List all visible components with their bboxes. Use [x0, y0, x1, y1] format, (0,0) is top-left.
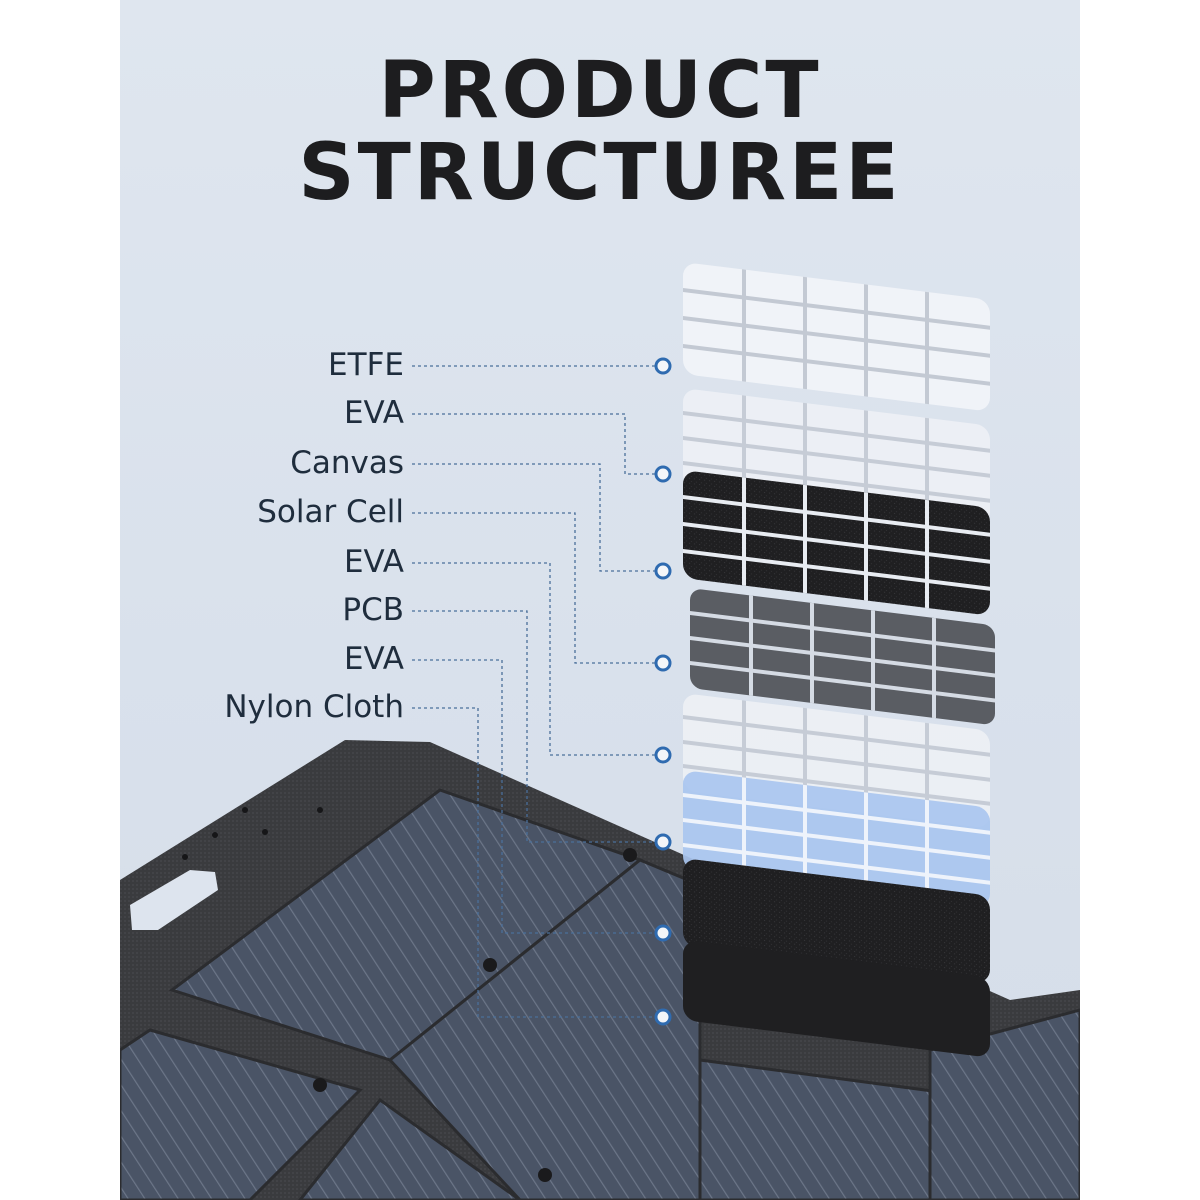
layer-label-nylon-cloth: Nylon Cloth [224, 689, 404, 725]
connector-canvas [412, 463, 655, 572]
dot-pcb [654, 833, 672, 851]
dot-solar-cell [654, 654, 672, 672]
layer-solar-cell-sheet [690, 589, 995, 725]
title-line-2: STRUCTUREE [298, 128, 902, 218]
solar-panel-mat [120, 740, 1080, 1200]
dot-eva-2 [654, 746, 672, 764]
title-line-1: PRODUCT [378, 46, 822, 136]
connector-nylon-cloth [412, 707, 655, 1018]
layer-nylon-cloth-sheet [683, 941, 990, 1057]
layer-label-eva-3: EVA [343, 641, 404, 677]
layer-label-solar-cell: Solar Cell [257, 494, 404, 530]
connector-solar-cell [412, 512, 655, 664]
layer-label-etfe: ETFE [328, 347, 404, 383]
dot-canvas [654, 562, 672, 580]
dot-eva-3 [654, 924, 672, 942]
connector-pcb [412, 610, 655, 843]
layer-label-canvas: Canvas [290, 445, 404, 481]
layer-label-pcb: PCB [342, 592, 404, 628]
layer-etfe-sheet [683, 263, 990, 411]
dot-eva-1 [654, 465, 672, 483]
connector-eva-2 [412, 562, 655, 756]
dot-nylon-cloth [654, 1008, 672, 1026]
product-image: PRODUCT STRUCTUREE ETFE EVA Canvas Solar… [120, 0, 1080, 1200]
exploded-layer-illustration [120, 263, 1080, 1200]
dot-etfe [654, 357, 672, 375]
connector-dots [654, 357, 672, 1026]
connector-lines [412, 365, 655, 1018]
connector-eva-3 [412, 659, 655, 934]
layer-label-eva-1: EVA [343, 395, 404, 431]
connector-eva-1 [412, 413, 655, 475]
layer-canvas-sheet [683, 471, 990, 615]
layer-label-eva-2: EVA [343, 544, 404, 580]
